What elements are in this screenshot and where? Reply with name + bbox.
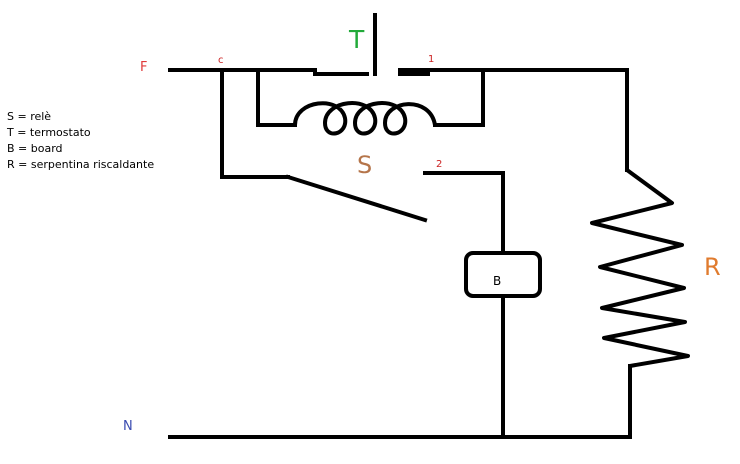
contact-common-label: c — [218, 55, 224, 66]
contact-2-label: 2 — [436, 159, 442, 170]
legend-item-thermostat: T = termostato — [7, 126, 91, 139]
legend: S = relè T = termostato B = board R = se… — [7, 109, 154, 173]
relay-label: S — [357, 151, 372, 179]
neutral-label: N — [123, 419, 133, 434]
relay-coil-left-lead — [256, 68, 297, 127]
board-box — [464, 251, 542, 298]
legend-item-relay: S = relè — [7, 110, 52, 123]
relay-coil-right-lead — [433, 68, 485, 127]
contact-2-lead — [423, 171, 505, 255]
thermostat-label: T — [348, 25, 365, 54]
relay-coil — [293, 101, 437, 136]
legend-item-resistor: R = serpentina riscaldante — [7, 158, 155, 171]
contact-1-label: 1 — [428, 54, 434, 65]
resistor-label: R — [704, 253, 721, 281]
relay-switch-common-lead — [220, 68, 290, 179]
resistor-zigzag — [590, 168, 690, 368]
board-label: B — [493, 274, 501, 288]
relay-switch-blade — [285, 174, 428, 223]
phase-label: F — [140, 60, 147, 75]
legend-item-board: B = board — [7, 142, 63, 155]
